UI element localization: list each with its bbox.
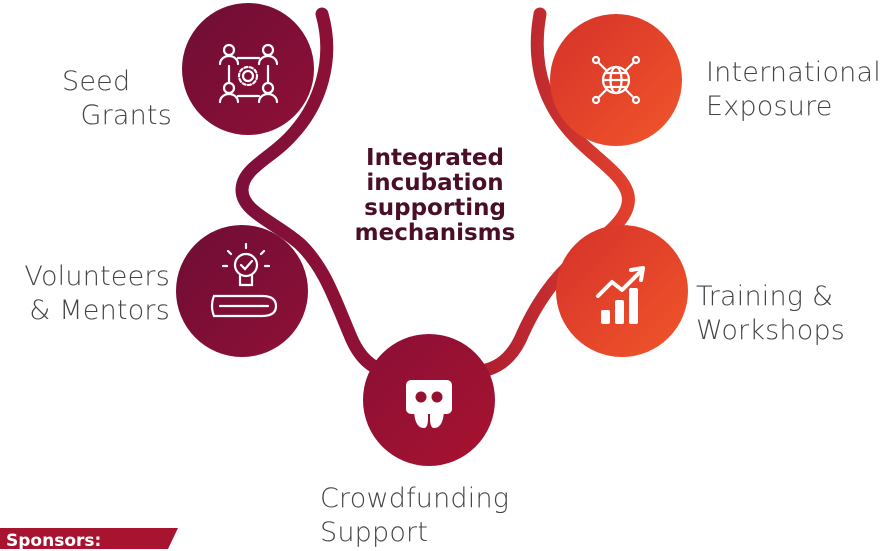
label-line: Seed bbox=[62, 66, 131, 97]
label-line: International bbox=[706, 57, 881, 88]
node-volunteers-mentors bbox=[176, 225, 308, 357]
node-seed-grants-circle bbox=[182, 3, 314, 135]
label-line: Grants bbox=[80, 100, 172, 131]
node-volunteers-mentors-circle bbox=[176, 225, 308, 357]
sponsors-tab-shape bbox=[0, 528, 178, 549]
label-line: Crowdfunding bbox=[320, 483, 510, 514]
label-seed-grants: Seed Grants bbox=[62, 65, 172, 133]
node-seed-grants bbox=[182, 3, 314, 135]
label-line: Volunteers bbox=[24, 261, 170, 292]
globe-network-icon bbox=[591, 55, 641, 105]
network-people-gear-icon bbox=[218, 43, 279, 104]
node-crowdfunding-support bbox=[363, 334, 495, 466]
sponsors-label: Sponsors: bbox=[6, 531, 102, 551]
label-line: Exposure bbox=[706, 91, 833, 122]
growth-chart-icon bbox=[596, 266, 645, 324]
center-title-line: supporting bbox=[364, 195, 506, 221]
label-line: Training & bbox=[696, 281, 834, 312]
center-title: Integrated incubation supporting mechani… bbox=[330, 146, 540, 246]
center-title-line: incubation bbox=[366, 170, 504, 196]
label-line: & Mentors bbox=[29, 295, 170, 326]
label-line: Workshops bbox=[696, 315, 846, 346]
slideshare-icon bbox=[406, 380, 452, 428]
label-volunteers-mentors: Volunteers & Mentors bbox=[8, 260, 170, 328]
label-line: Support bbox=[320, 517, 429, 548]
label-training-workshops: Training & Workshops bbox=[696, 280, 886, 348]
node-international-exposure bbox=[550, 14, 682, 146]
label-international-exposure: International Exposure bbox=[706, 56, 890, 124]
label-crowdfunding-support: Crowdfunding Support bbox=[320, 482, 520, 550]
center-title-line: Integrated bbox=[366, 145, 504, 171]
lightbulb-book-icon bbox=[210, 242, 278, 318]
center-title-line: mechanisms bbox=[354, 220, 516, 246]
node-training-workshops bbox=[556, 225, 688, 357]
